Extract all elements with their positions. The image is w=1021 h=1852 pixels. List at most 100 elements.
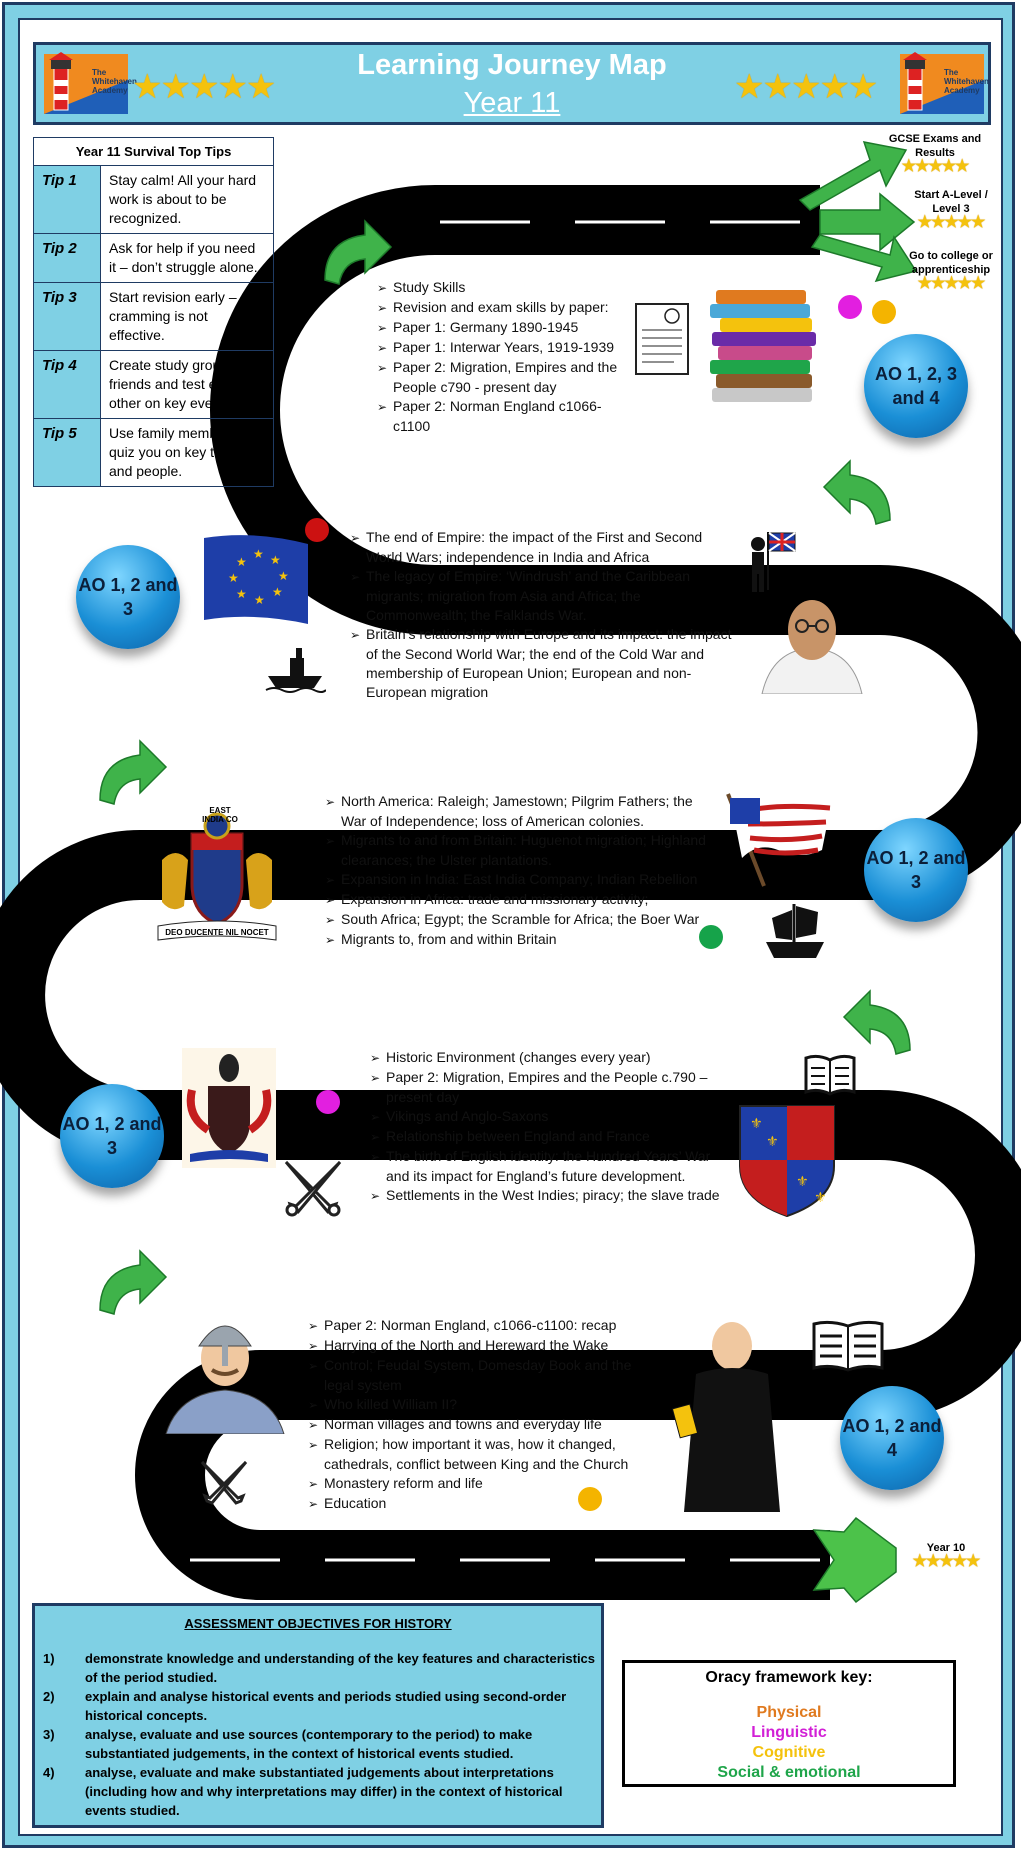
tips-title: Year 11 Survival Top Tips	[33, 137, 274, 166]
tip-label: Tip 1	[33, 165, 101, 234]
exam-paper-icon	[635, 303, 689, 375]
turn-arrow-icon	[99, 1249, 168, 1315]
list-item: Migrants to, from and within Britain	[325, 930, 710, 950]
list-item: Education	[308, 1494, 658, 1514]
exit-arrow-icon	[798, 141, 908, 211]
norman-knight-icon	[165, 1325, 285, 1434]
exit-year10-label: Year 10	[926, 1542, 966, 1554]
open-book-icon	[812, 1320, 884, 1372]
header-stars-right: ★★★★★	[734, 68, 878, 106]
oracy-key-cognitive: Cognitive	[752, 1744, 826, 1761]
oracy-key-physical: Physical	[756, 1704, 822, 1721]
tip-text: Ask for help if you need it – don’t stru…	[100, 233, 274, 283]
ship-icon	[265, 648, 326, 693]
oracy-title: Oracy framework key:	[705, 1669, 873, 1686]
exit-year10: Year 10 ★★★★★	[900, 1541, 992, 1570]
assessment-number: 4)	[43, 1765, 55, 1780]
svg-text:★: ★	[270, 553, 281, 567]
list-item: South Africa; Egypt; the Scramble for Af…	[325, 910, 710, 930]
list-item: Expansion in India: East India Company; …	[325, 870, 710, 890]
ao-badge-1: AO 1, 2, 3 and 4	[864, 334, 968, 438]
lighthouse-icon	[44, 52, 128, 114]
crossed-swords-icon	[284, 1160, 342, 1217]
oracy-dot-linguistic	[838, 295, 862, 319]
books-stack-icon	[710, 290, 816, 402]
list-item: Paper 2: Norman England, c1066-c1100: re…	[308, 1316, 658, 1336]
section-5-list: Paper 2: Norman England, c1066-c1100: re…	[308, 1316, 658, 1514]
svg-text:★: ★	[278, 569, 289, 583]
assessment-list: 1) demonstrate knowledge and understandin…	[35, 1649, 601, 1820]
person-with-flag-icon	[751, 532, 796, 592]
list-item: The end of Empire: the impact of the Fir…	[350, 528, 735, 567]
academy-logo-right: The Whitehaven Academy	[898, 50, 989, 118]
exit-college-stars: ★★★★★	[917, 275, 986, 292]
exit-arrow-icon	[812, 1516, 897, 1604]
tip-text: Stay calm! All your hard work is about t…	[100, 165, 274, 234]
exit-alevel: Start A-Level / Level 3 ★★★★★	[906, 188, 996, 231]
exit-college: Go to college or apprenticeship ★★★★★	[902, 249, 1000, 292]
gandhi-portrait-icon	[761, 600, 863, 694]
section-1-list: Study Skills Revision and exam skills by…	[377, 278, 622, 436]
list-item: Migrants to and from Britain: Huguenot m…	[325, 831, 710, 870]
svg-text:★: ★	[254, 593, 265, 607]
assessment-number: 3)	[43, 1727, 55, 1742]
assessment-text: analyse, evaluate and use sources (conte…	[85, 1727, 533, 1761]
page-title: Learning Journey Map	[357, 49, 667, 81]
oracy-key-linguistic: Linguistic	[751, 1724, 827, 1741]
assessment-text: demonstrate knowledge and understanding …	[85, 1651, 596, 1685]
exit-alevel-label: Start A-Level / Level 3	[914, 189, 988, 215]
tip-text: Start revision early – cramming is not e…	[100, 282, 274, 351]
exit-arrow-icon	[810, 234, 918, 283]
crest-icon	[157, 812, 277, 941]
list-item: Vikings and Anglo-Saxons	[370, 1107, 735, 1127]
east-india-company-crest: EAST INDIA CO DEO DUCENTE NIL NOCET	[148, 800, 286, 948]
coat-of-arms-icon	[182, 1048, 276, 1168]
exit-alevel-stars: ★★★★★	[917, 214, 986, 231]
section-2-list: The end of Empire: the impact of the Fir…	[350, 528, 735, 702]
oracy-dot-social	[699, 925, 723, 949]
list-item: Paper 2: Norman England c1066-c1100	[377, 397, 622, 436]
crest-top-text: EAST INDIA CO	[202, 806, 238, 824]
list-item: Settlements in the West Indies; piracy; …	[370, 1186, 735, 1206]
tip-label: Tip 3	[33, 282, 101, 351]
assessment-item: 1) demonstrate knowledge and understandin…	[35, 1649, 601, 1687]
svg-text:⚜: ⚜	[796, 1174, 809, 1190]
ao-badge-4: AO 1, 2 and 3	[60, 1084, 164, 1188]
list-item: Historic Environment (changes every year…	[370, 1048, 735, 1068]
assessment-item: 2) explain and analyse historical events …	[35, 1687, 601, 1725]
svg-text:⚜: ⚜	[814, 1190, 827, 1206]
list-item: Study Skills	[377, 278, 622, 298]
section-3-list: North America: Raleigh; Jamestown; Pilgr…	[325, 792, 710, 950]
assessment-number: 2)	[43, 1689, 55, 1704]
crest-motto: DEO DUCENTE NIL NOCET	[165, 928, 269, 937]
turn-arrow-icon	[842, 989, 911, 1055]
header-stars-left: ★★★★★	[132, 68, 276, 106]
ao-badge-3: AO 1, 2 and 3	[864, 818, 968, 922]
oracy-dot-physical	[305, 518, 329, 542]
svg-text:⚜: ⚜	[766, 1134, 779, 1150]
list-item: Who killed William II?	[308, 1395, 658, 1415]
logo-text: The Whitehaven Academy	[92, 68, 137, 95]
svg-text:★: ★	[272, 585, 283, 599]
list-item: Paper 2: Migration, Empires and the Peop…	[377, 358, 622, 397]
oracy-key-box: Oracy framework key: Physical Linguistic…	[622, 1660, 956, 1787]
section-4-list: Historic Environment (changes every year…	[370, 1048, 735, 1206]
tip-text: Use family members to quiz you on key to…	[100, 418, 274, 487]
assessment-text: explain and analyse historical events an…	[85, 1689, 567, 1723]
list-item: Monastery reform and life	[308, 1474, 658, 1494]
list-item: The legacy of Empire: ‘Windrush’ and the…	[350, 567, 735, 625]
exit-arrow-icon	[819, 192, 916, 252]
list-item: Relationship between England and France	[370, 1127, 735, 1147]
academy-logo: The Whitehaven Academy	[40, 50, 137, 118]
assessment-number: 1)	[43, 1651, 55, 1666]
us-flag-icon	[726, 793, 832, 887]
tip-label: Tip 5	[33, 418, 101, 487]
list-item: Norman villages and towns and everyday l…	[308, 1415, 658, 1435]
svg-text:⚜: ⚜	[750, 1116, 763, 1132]
logo-text: The Whitehaven Academy	[944, 68, 989, 95]
